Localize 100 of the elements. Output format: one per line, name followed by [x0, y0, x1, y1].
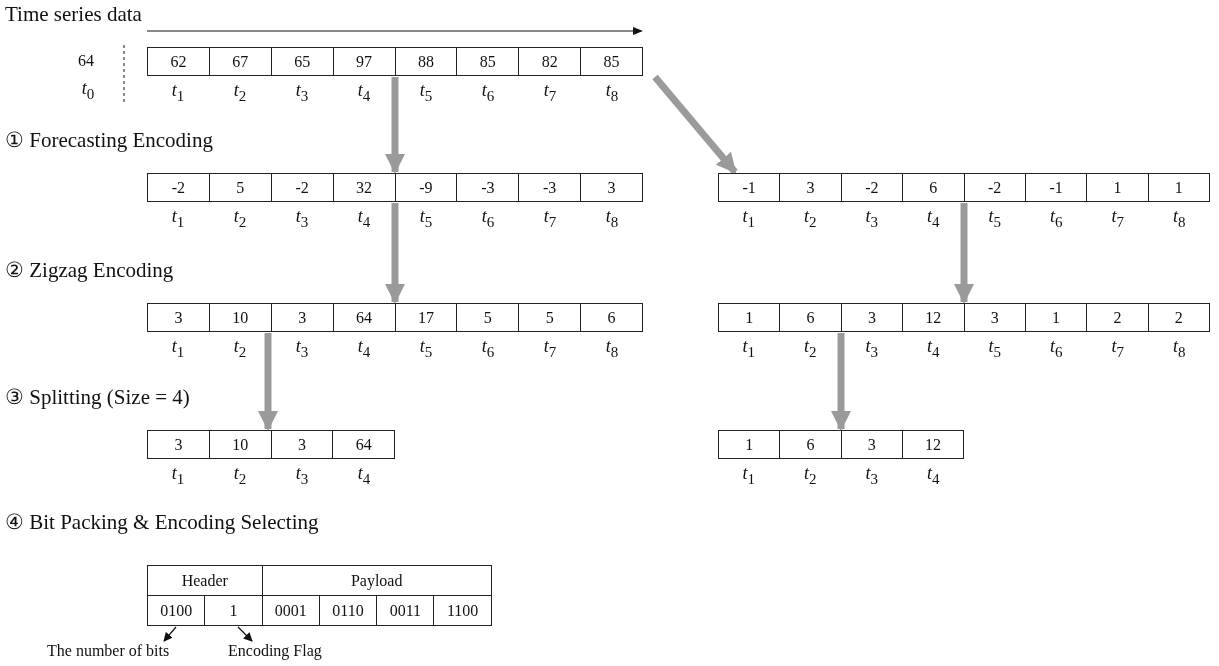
time-index-label: t$_{1}$	[170, 336, 186, 361]
time-index-label: t$_{3}$	[294, 206, 310, 231]
step-heading: ④ Bit Packing & Encoding Selecting	[5, 510, 319, 535]
value-cell: -1	[1025, 174, 1088, 201]
header-cell: Header	[147, 565, 263, 596]
value-cell: 65	[271, 48, 334, 75]
bit-cell: 0110	[319, 595, 377, 626]
number-array	[718, 173, 1210, 202]
time-index-label: t$_{7}$	[542, 80, 558, 105]
value-cell-text: 12	[923, 435, 942, 455]
value-cell: 32	[333, 174, 396, 201]
time-index-label: t$_{6}$	[480, 336, 496, 361]
value-cell: 97	[333, 48, 396, 75]
value-cell: -3	[457, 174, 520, 201]
time-index-label: t$_{3}$	[864, 206, 879, 231]
number-array	[147, 303, 643, 332]
value-cell: 1	[1025, 304, 1088, 331]
header-cell: Payload	[262, 565, 492, 596]
value-cell: 5	[457, 304, 520, 331]
value-cell: 82	[519, 48, 582, 75]
time-index-label: t$_{7}$	[542, 206, 558, 231]
time-index-label: t$_{5}$	[418, 80, 434, 105]
time-index-label: t$_{2}$	[232, 206, 248, 231]
value-cell: 1	[719, 431, 781, 458]
time-index-label: t$_{8}$	[604, 336, 620, 361]
value-cell: -9	[395, 174, 458, 201]
value-cell: 2	[1087, 304, 1149, 331]
time-index-label: t$_{6}$	[1049, 336, 1064, 361]
time-index-label: t$_{5}$	[987, 336, 1002, 361]
value-cell: 3	[148, 304, 210, 331]
time-index-label: t$_{2}$	[803, 463, 818, 488]
section-title: Time series data	[5, 2, 142, 27]
value-cell-text: 64	[354, 435, 373, 455]
number-array	[718, 303, 1210, 332]
time-index-label: t$_{3}$	[864, 463, 879, 488]
time-index-label: t$_{6}$	[480, 206, 496, 231]
leader-arrow	[163, 626, 177, 642]
bit-cell: 0001	[262, 595, 320, 626]
time-index-label: t$_{3}$	[294, 336, 310, 361]
time-index-label: t$_{4}$	[926, 463, 941, 488]
value-cell: 17	[395, 304, 458, 331]
time-index-label: t$_{2}$	[803, 206, 818, 231]
bit-cell: 0011	[376, 595, 434, 626]
value-cell: -2	[841, 174, 904, 201]
time-index-label: t$_{2}$	[232, 80, 248, 105]
time-index-label: t$_{4}$	[356, 206, 372, 231]
bit-packing-table	[147, 565, 492, 626]
value-cell: 6	[780, 304, 842, 331]
time-index-label: t$_{1}$	[170, 206, 186, 231]
value-cell: 67	[209, 48, 272, 75]
value-cell: -3	[519, 174, 582, 201]
value-cell: 3	[271, 304, 334, 331]
bit-cell: 1	[204, 595, 263, 626]
time-index-label: t$_{7}$	[1110, 206, 1125, 231]
time-index-label: t$_{2}$	[803, 336, 818, 361]
step-heading: ③ Splitting (Size = 4)	[5, 385, 190, 410]
value-cell: -2	[271, 174, 334, 201]
time-index-label: t$_{8}$	[604, 80, 620, 105]
value-cell: 10	[209, 304, 272, 331]
time-index-label: t$_{1}$	[741, 206, 756, 231]
time-index-label: t$_{4}$	[926, 336, 941, 361]
value-cell-text: 2	[1173, 308, 1184, 328]
time-index-label: t$_{4}$	[356, 80, 372, 105]
number-array	[718, 430, 964, 459]
leader-arrow	[237, 626, 253, 642]
bit-cell: 1100	[434, 595, 492, 626]
time-index-label: t$_{0}$	[80, 78, 96, 103]
value-cell: 64	[333, 304, 396, 331]
number-array	[147, 173, 643, 202]
value-cell: 5	[519, 304, 582, 331]
value-cell: 88	[395, 48, 458, 75]
time-index-label: t$_{2}$	[232, 336, 248, 361]
value-cell: 10	[209, 431, 272, 458]
value-cell: 3	[780, 174, 842, 201]
value-cell: 85	[457, 48, 520, 75]
time-index-label: t$_{4}$	[926, 206, 941, 231]
time-index-label: t$_{6}$	[1049, 206, 1064, 231]
time-index-label: t$_{5}$	[987, 206, 1002, 231]
annotation-text: The number of bits	[47, 642, 170, 659]
time-index-label: t$_{4}$	[356, 463, 372, 488]
time-index-label: t$_{7}$	[542, 336, 558, 361]
value-cell: 12	[903, 304, 965, 331]
value-cell-text: 3	[606, 178, 617, 198]
value-cell-text: 1	[1173, 178, 1184, 198]
value-cell: 3	[841, 304, 904, 331]
value-cell: -2	[148, 174, 210, 201]
value-cell: 62	[148, 48, 210, 75]
value-cell: 3	[271, 431, 334, 458]
step-heading: ② Zigzag Encoding	[5, 258, 174, 283]
time-index-label: t$_{1}$	[741, 463, 756, 488]
time-index-label: t$_{7}$	[1110, 336, 1125, 361]
time-index-label: t$_{6}$	[480, 80, 496, 105]
annotation-text: Encoding Flag	[228, 642, 322, 659]
time-index-label: t$_{3}$	[864, 336, 879, 361]
value-cell: 6	[903, 174, 965, 201]
time-index-label: t$_{5}$	[418, 336, 434, 361]
value-cell: 3	[964, 304, 1026, 331]
time-index-label: t$_{8}$	[1172, 336, 1187, 361]
block-arrow	[652, 74, 738, 175]
time-index-label: t$_{3}$	[294, 463, 310, 488]
